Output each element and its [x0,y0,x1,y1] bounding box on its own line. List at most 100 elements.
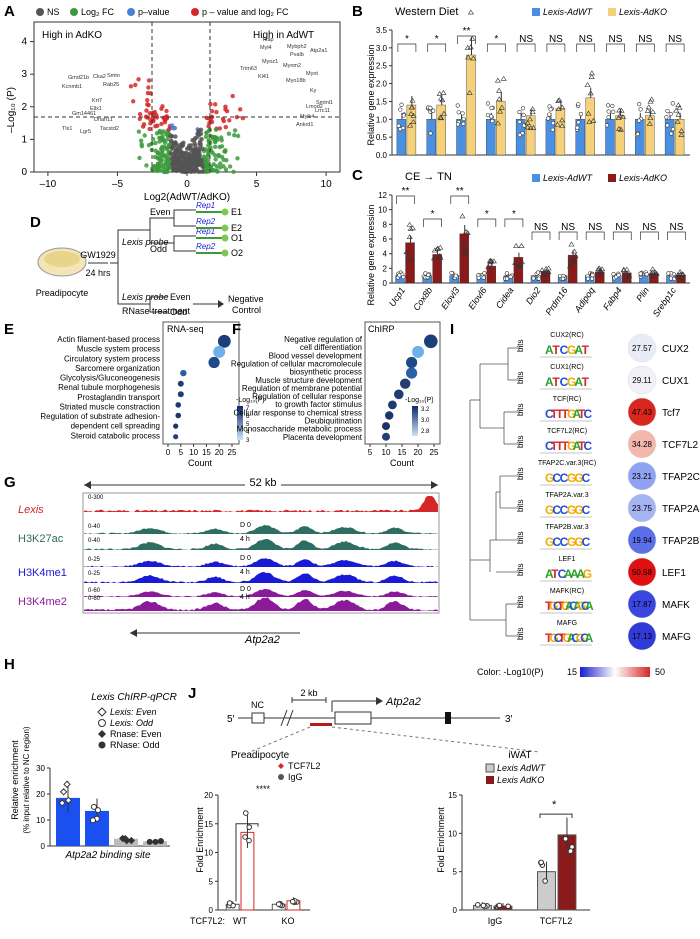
y-tick-label: 0 [41,842,46,851]
motif-letter: C [545,439,554,453]
data-point [456,110,461,115]
motif-name: CUX1(RC) [550,364,583,371]
tf-name: MAFG [662,632,691,643]
ylabel-b: Relative gene expression [366,44,376,145]
high-in-adwt: High in AdWT [253,30,314,41]
x-tick-label: 25 [228,448,237,457]
legend-j-wt: Lexis AdWT [497,763,547,773]
data-point [242,834,248,840]
track-range: 0-25 [88,571,101,577]
rep2-label: Rep2 [196,217,216,226]
data-point [485,263,492,269]
y-tick-label: 4 [21,37,27,48]
volcano-point [146,142,152,148]
panel-label-e: E [4,321,14,338]
data-point [453,273,458,278]
volcano-point [144,108,149,113]
data-point [545,265,552,271]
data-point [617,112,624,118]
data-point [505,903,511,910]
y-tick-label: 2.5 [376,62,388,71]
data-point [246,837,252,844]
significance-bracket [546,43,566,52]
gene-tick-label: Dio2 [524,285,543,306]
volcano-point [223,124,228,130]
data-point [635,131,640,137]
y-tick-label: 5 [209,877,214,886]
x-tick-label: 20 [215,448,224,457]
volcano-point [162,140,168,145]
volcano-point [157,130,162,135]
motif-letter: C [552,471,561,485]
data-point [570,256,577,262]
tf-name: TFAP2C [662,472,700,483]
data-point [436,90,443,96]
volcano-point [163,131,169,137]
data-point [677,269,684,274]
data-point [467,9,474,15]
bar [405,242,415,284]
data-point [508,274,513,279]
motif-letter: T [556,407,564,421]
volcano-point [166,127,172,132]
volcano-point [185,162,190,168]
data-point [664,115,669,120]
data-point [467,44,474,50]
term-label: Regulation of cellular response [252,392,362,401]
data-point [666,271,671,276]
volcano-gene-label: Atp2a1 [310,48,327,54]
significance-bracket [504,218,524,227]
motif-letter: T [545,599,553,613]
probe-label: Lexis probe [122,237,169,247]
score-circle [627,525,657,555]
arrow-head-negative [218,300,224,308]
panel-a: A NS Log₂ FC p–value p – value and log₂ … [4,3,341,203]
zoom-line-left [249,726,311,753]
signal-track [84,525,438,534]
treat-time: 24 hrs [85,268,111,278]
gene-label-atp2a2: Atp2a2 [244,634,280,646]
y-tick-label: 5 [453,868,458,877]
term-label: Prostaglandin transport [77,393,160,402]
motif-letter: A [576,567,585,581]
term-label: Glycolysis/Gluconeogenesis [60,374,160,383]
y-tick-label: 2.0 [376,80,388,89]
data-point [520,106,526,111]
legend-b-ko: Lexis-AdKO [619,7,667,17]
volcano-gene-label: Mybph2 [287,44,307,50]
data-point [638,271,643,276]
volcano-point [188,154,193,159]
significance-label: NS [534,222,548,233]
data-point [90,803,97,810]
ylabel-j-left: Fold Enrichment [195,807,205,873]
data-point [645,104,652,110]
bits-label: bits [516,500,525,512]
data-point [152,838,159,845]
colorbar-f [412,406,418,436]
legend-dot-pfc [191,8,199,16]
dot [213,345,226,358]
volcano-gene-label: Myom2 [283,63,301,69]
score-circle [627,493,657,523]
data-point [556,97,563,103]
data-point [562,836,569,842]
volcano-point [165,162,170,168]
track-range: 0-60 [88,588,101,594]
chart-title-c: CE → TN [405,171,452,183]
data-point [596,267,604,273]
term-label: to growth factor stimulus [275,400,362,409]
volcano-gene-label: Myot [306,71,318,77]
data-point [536,276,541,281]
volcano-point [173,148,179,154]
volcano-point [190,137,195,143]
panel-e: E RNA-seq Actin filament-based processMu… [4,321,265,468]
volcano-point [155,123,160,128]
significance-label: * [405,34,409,45]
colorbar-tick: 7 [246,406,250,412]
motif-letter: A [545,567,554,581]
volcano-point [179,163,184,169]
tf-name: CUX1 [662,376,689,387]
volcano-point [217,144,222,150]
